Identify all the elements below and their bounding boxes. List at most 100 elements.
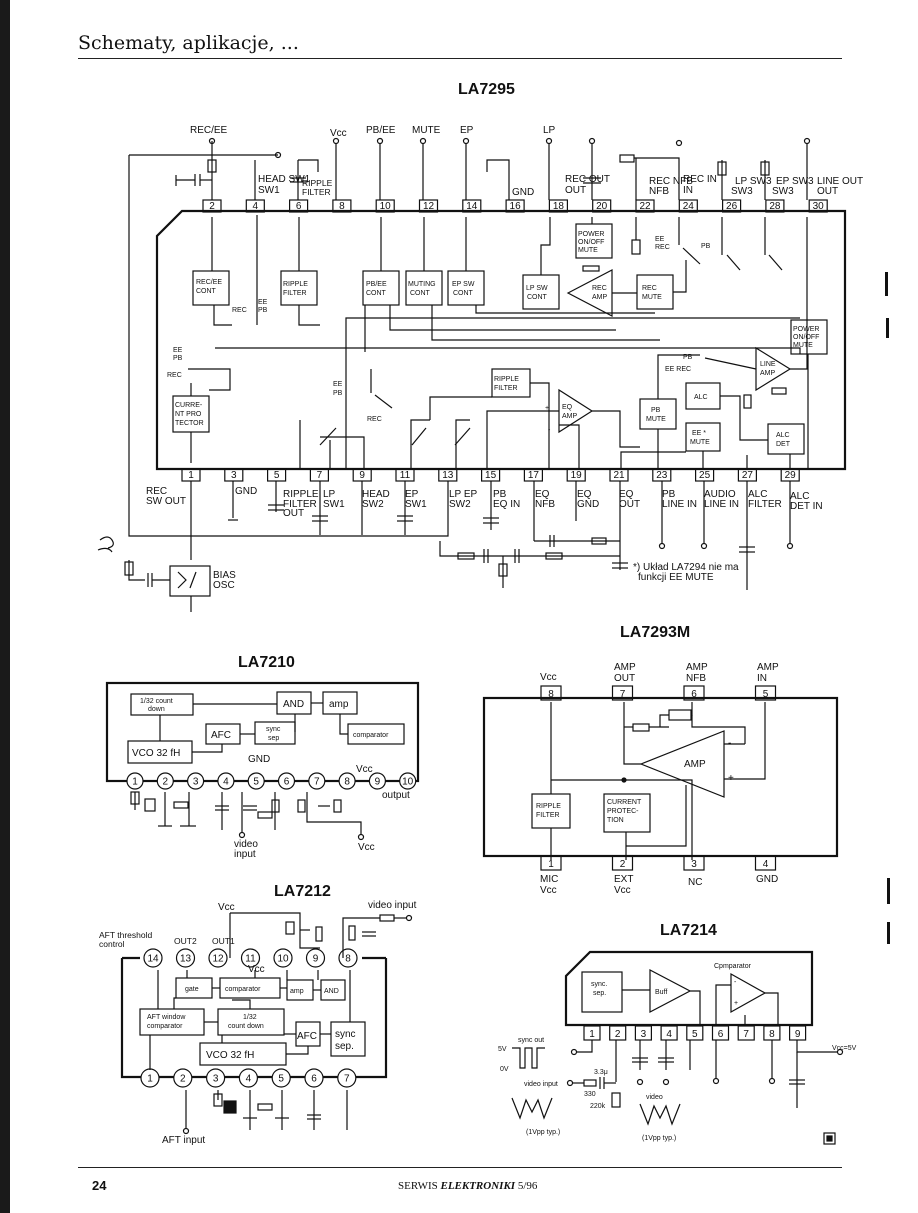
la7210-amp: amp [329, 699, 349, 710]
ic-pin [277, 772, 296, 790]
ic-pin [609, 1025, 627, 1041]
switch [374, 394, 393, 409]
ic-pin-number: 1 [188, 470, 194, 481]
ic-pin-number: 5 [278, 1074, 284, 1085]
magazine-issue: 5/96 [515, 1180, 538, 1192]
ic-pin-number: 3 [641, 1029, 647, 1040]
ic-pin [683, 855, 705, 871]
label-eq-out: EQ [619, 489, 634, 500]
la7212-out1: OUT1 [212, 936, 235, 946]
text-ripple-filter-b: FILTER [283, 290, 307, 297]
ic-pin [754, 855, 777, 871]
block-ep-sw-cont [447, 270, 485, 306]
la7212-and: AND [324, 988, 339, 995]
label-lp-ep-sw2: LP EP [449, 489, 477, 500]
ic-pin-number: 18 [553, 201, 565, 212]
la7293m-vcc: Vcc [540, 672, 557, 683]
switch [682, 247, 701, 265]
resistor [457, 552, 475, 560]
terminal [700, 542, 708, 550]
la7293m-amp-block [639, 730, 725, 798]
la7214-r220k: 220k [590, 1103, 606, 1110]
ic-pin-number: 6 [311, 1074, 317, 1085]
ic-pin [418, 199, 439, 213]
label-line-out-b: OUT [817, 186, 838, 197]
ic-pin [247, 772, 265, 790]
la7214-vpp2: (1Vpp typ.) [642, 1135, 676, 1142]
la7210-diagram: LA7210 1/32 count down AND amp AFC sync … [105, 654, 420, 860]
text-rec-mute-b: MUTE [642, 294, 662, 301]
ic-pin-number: 3 [691, 859, 697, 870]
ic-pin [304, 1068, 324, 1088]
la7212-sync-block [330, 1021, 366, 1057]
label-rec-out-b: OUT [565, 185, 586, 196]
label-pb-line-in-b: LINE IN [662, 499, 697, 510]
la7210-input: input [234, 849, 256, 860]
label-rec-ee: REC/EE [190, 125, 228, 136]
la7214-vpp1: (1Vpp typ.) [526, 1129, 560, 1136]
block-eq-amp [558, 388, 594, 434]
label-ripple-filter: RIPPLE [302, 178, 333, 188]
resistor [582, 265, 600, 272]
sync-pulse-icon [512, 1047, 545, 1069]
ic-pin [143, 948, 163, 968]
block-ee-mute [685, 422, 721, 452]
la7214-title: LA7214 [660, 922, 717, 939]
label-ripple-out-c: OUT [283, 508, 304, 519]
ic-pin-number: 8 [345, 954, 351, 965]
text-mute: MUTE [578, 247, 598, 254]
la7214-sync-out: sync out [518, 1037, 544, 1044]
label-head-sw2-b: SW2 [362, 499, 384, 510]
ic-pin-number: 12 [212, 954, 224, 965]
label-pb-eq-in: PB [493, 489, 507, 500]
la7212-aft-window-block [139, 1008, 205, 1036]
ic-pin [808, 199, 828, 213]
ic-pin-number: 8 [548, 689, 554, 700]
text-rec-sw: REC [232, 307, 247, 314]
ic-pin [305, 948, 326, 968]
ic-pin [611, 855, 634, 871]
label-ep-sw1: EP [405, 489, 419, 500]
label-lp-sw3-b: SW3 [731, 186, 753, 197]
ic-pin [338, 772, 356, 790]
label-audio-line-in: AUDIO [704, 489, 736, 500]
wire [530, 382, 550, 469]
la7212-count-2: count down [228, 1023, 264, 1030]
ic-pin-number: 23 [656, 470, 668, 481]
text-tector: TECTOR [175, 420, 204, 427]
margin-mark [887, 878, 890, 904]
la7293m-ext-vcc: Vcc [614, 885, 631, 896]
text-pb-mute: PB [651, 407, 661, 414]
terminal [662, 1078, 670, 1086]
terminal [566, 1079, 574, 1087]
ic-pin-number: 9 [375, 777, 381, 788]
terminal [768, 1077, 776, 1085]
wire [298, 305, 320, 326]
ic-pin-number: 4 [246, 1074, 252, 1085]
la7212-count-block [217, 1008, 285, 1036]
label-rec-nfb-b: NFB [649, 186, 669, 197]
la7214-sep: sep. [593, 990, 606, 997]
la7212-amp: amp [290, 988, 304, 995]
label-alc-det-in-b: DET IN [790, 501, 823, 512]
video-waveform-icon [639, 1103, 681, 1126]
ic-pin-number: 7 [620, 689, 626, 700]
block-muting-cont [405, 270, 443, 306]
label-eq-out-b: OUT [619, 499, 640, 510]
label-rec-nfb: REC NFB [649, 176, 693, 187]
block-rec-amp [566, 269, 613, 317]
resistor [545, 552, 563, 560]
ic-pin-number: 5 [692, 1029, 698, 1040]
text-line-amp-b: AMP [760, 370, 776, 377]
la7293m-protec: PROTEC- [607, 808, 639, 815]
terminal [238, 831, 246, 839]
ic-pin-number: 1 [132, 777, 138, 788]
ic-pin-number: 20 [596, 201, 608, 212]
resistor [379, 914, 395, 922]
label-rec-sw-out: REC [146, 486, 167, 497]
wire [286, 1046, 309, 1055]
ic-pin [375, 199, 395, 213]
